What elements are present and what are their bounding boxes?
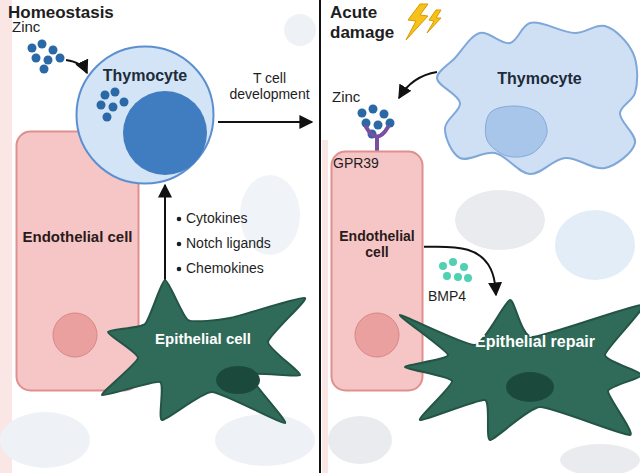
background-cells [215, 414, 315, 466]
gpr39-receptor [366, 127, 388, 150]
connector-arrow [164, 185, 166, 280]
bullet-item: Notch ligands [186, 235, 306, 251]
panel-divider [319, 0, 321, 473]
cell-membrane [437, 22, 637, 174]
zinc-ion [111, 88, 120, 97]
background-cells [555, 210, 635, 280]
zinc-ion [109, 103, 118, 112]
cell-nucleus [216, 366, 260, 394]
bmp4-molecules [464, 274, 472, 282]
cell-membrane [332, 152, 423, 391]
lightning-bolts [427, 10, 441, 33]
node-text: Endothelial cell [20, 228, 135, 245]
background-cells [328, 416, 392, 464]
panel-title: Acute damage [330, 3, 402, 42]
damaged-thymocyte: Thymocyte [435, 18, 640, 175]
background-cells [0, 0, 12, 473]
lightning-bolts [406, 4, 428, 40]
bmp4-molecules [439, 262, 447, 270]
zinc-ions [38, 40, 47, 49]
zinc-ions [358, 109, 367, 118]
bullet-dots [177, 217, 182, 222]
cell-nucleus [53, 313, 97, 357]
node-text: Thymocyte [477, 70, 602, 88]
background-cells [560, 444, 640, 473]
connector-arrow [424, 247, 496, 295]
layout-arrows [399, 72, 437, 98]
bmp4-molecules [449, 258, 457, 266]
zinc-ions [380, 110, 389, 119]
background-cells [0, 412, 90, 468]
node-shape [75, 45, 215, 185]
gpr39-receptor [375, 138, 379, 150]
bmp4-molecules [454, 273, 462, 281]
node-shape [435, 18, 640, 175]
cell-membrane [77, 47, 214, 184]
endothelial-cell: Endothelial cell [330, 150, 424, 392]
bullet-item: Cytokines [186, 210, 306, 226]
background-cells [284, 14, 316, 46]
background-cells [322, 140, 328, 473]
cell-nucleus [123, 91, 207, 175]
zinc-ion [120, 98, 129, 107]
gpr39-receptor [366, 127, 388, 137]
layout-arrows [218, 121, 312, 123]
node-shape [330, 150, 424, 392]
bmp4-molecules [443, 272, 451, 280]
thymocyte-cell: Thymocyte [75, 45, 215, 185]
zinc-ions [56, 54, 65, 63]
node-shape [400, 295, 640, 440]
cell-membrane [17, 132, 139, 391]
molecule-label: Zinc [332, 88, 377, 105]
cell-nucleus [355, 313, 399, 357]
zinc-ions [369, 105, 378, 114]
molecule-label: Zinc [12, 18, 62, 35]
bmp4-molecules [460, 263, 468, 271]
bmp4-molecules [439, 258, 472, 282]
receptor-label: GPR39 [333, 155, 388, 171]
molecule-label: BMP4 [428, 288, 483, 304]
zinc-ion [103, 113, 112, 122]
arrow-label: T cell development [222, 70, 317, 102]
bullet-dots [177, 242, 182, 247]
cell-membrane [102, 280, 305, 423]
node-text: Epithelial repair [465, 333, 605, 351]
bullet-dots [177, 267, 182, 272]
lightning-bolts [406, 4, 441, 40]
background-cells [455, 190, 545, 250]
zinc-ions [32, 54, 41, 63]
zinc-ion [97, 101, 106, 110]
cell-membrane [400, 300, 640, 440]
bullet-item: Chemokines [186, 260, 306, 276]
epithelial-cell: Epithelial cell [100, 280, 305, 425]
zinc-ions [374, 121, 383, 130]
node-shape [100, 280, 305, 425]
zinc-ions [40, 65, 49, 74]
epithelial-cell: Epithelial repair [400, 295, 640, 440]
node-text: Thymocyte [95, 67, 195, 85]
zinc-ion [101, 91, 110, 100]
cell-nucleus [485, 106, 547, 157]
zinc-ions [49, 46, 58, 55]
zinc-ions [44, 56, 53, 65]
zinc-ions [97, 88, 129, 122]
node-text: Endothelial cell [332, 228, 422, 260]
bullet-dots [177, 217, 182, 272]
layout-arrows [66, 60, 87, 73]
node-text: Epithelial cell [138, 330, 268, 347]
cell-nucleus [506, 372, 554, 402]
zinc-ions [28, 44, 37, 53]
